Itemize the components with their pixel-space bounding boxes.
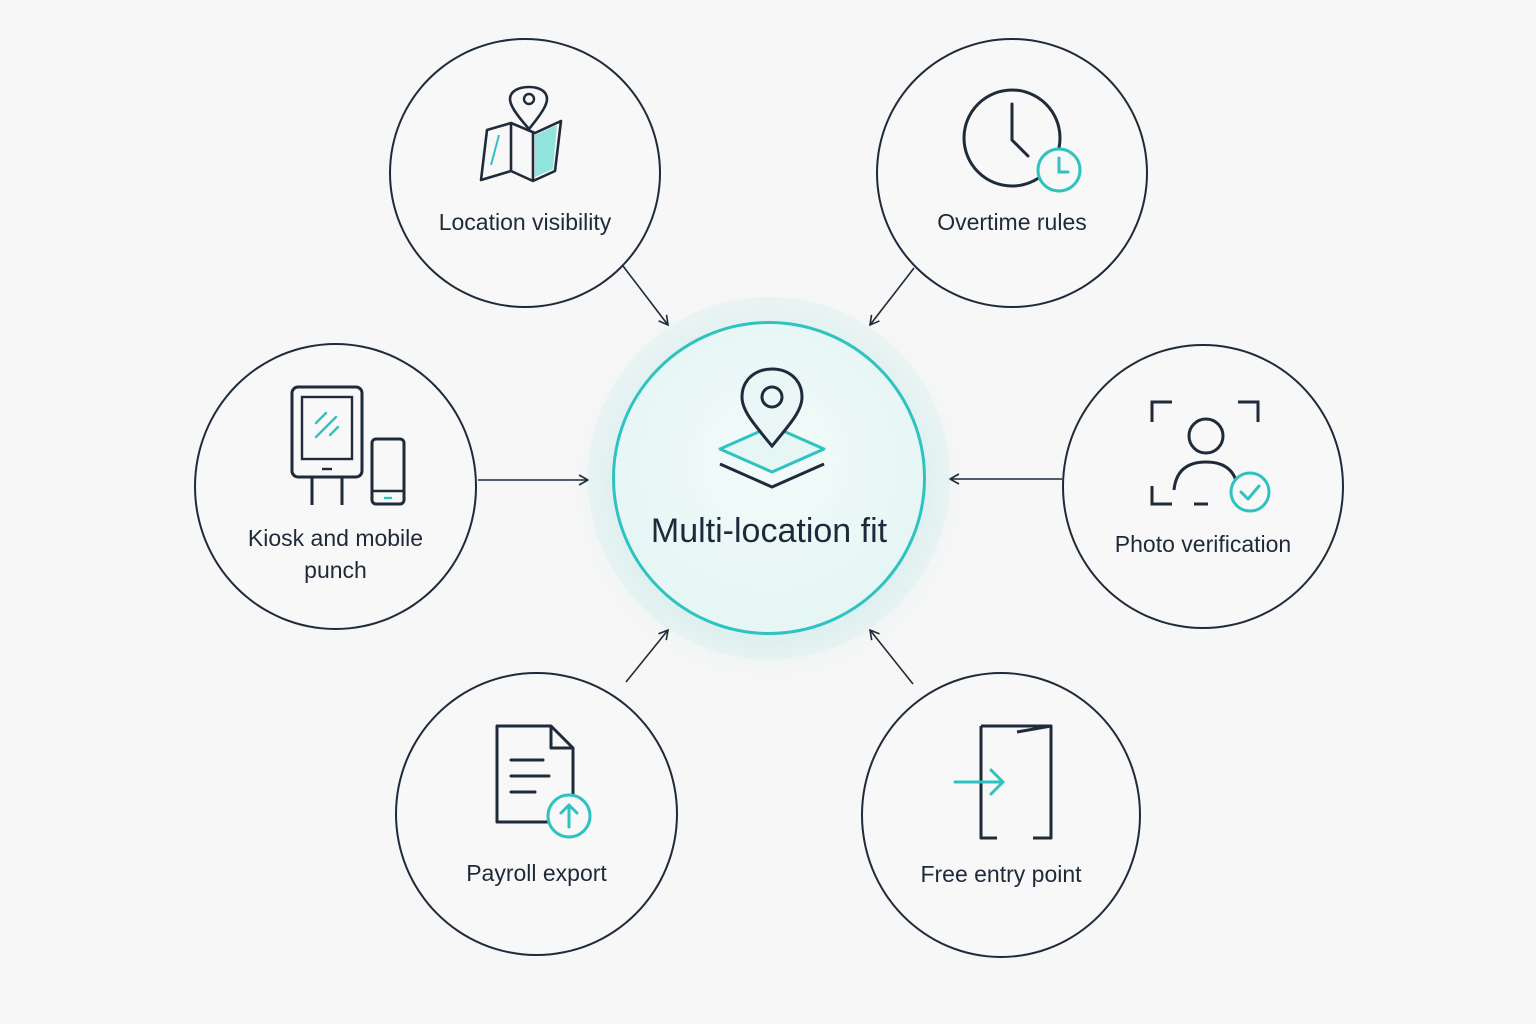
arrow-free-entry [868, 628, 914, 685]
node-kiosk-mobile: Kiosk and mobile punch [194, 343, 477, 630]
kiosk-mobile-icon [290, 385, 406, 506]
map-pin-icon [479, 85, 563, 183]
node-label: Location visibility [438, 209, 612, 235]
map-pin-layers-icon [718, 367, 826, 489]
node-location-visibility: Location visibility [389, 38, 661, 308]
node-payroll-export: Payroll export [395, 672, 678, 956]
arrow-location-visibility [622, 265, 669, 327]
arrow-overtime-rules [868, 267, 915, 327]
arrow-payroll-export [625, 628, 670, 683]
node-label: Overtime rules [937, 209, 1087, 235]
hub-label: Multi-location fit [650, 512, 888, 550]
node-free-entry: Free entry point [861, 672, 1141, 958]
clock-icon [962, 88, 1082, 193]
node-label: Photo verification [1114, 531, 1292, 557]
door-entry-icon [953, 724, 1053, 840]
node-label: Free entry point [920, 861, 1082, 887]
hub-multi-location-fit: Multi-location fit [612, 321, 926, 635]
node-photo-verification: Photo verification [1062, 344, 1344, 629]
node-overtime-rules: Overtime rules [876, 38, 1148, 308]
node-label: Kiosk and mobile punch [247, 525, 424, 583]
document-export-icon [495, 724, 592, 839]
photo-verify-icon [1150, 400, 1271, 513]
node-label: Payroll export [466, 860, 607, 886]
